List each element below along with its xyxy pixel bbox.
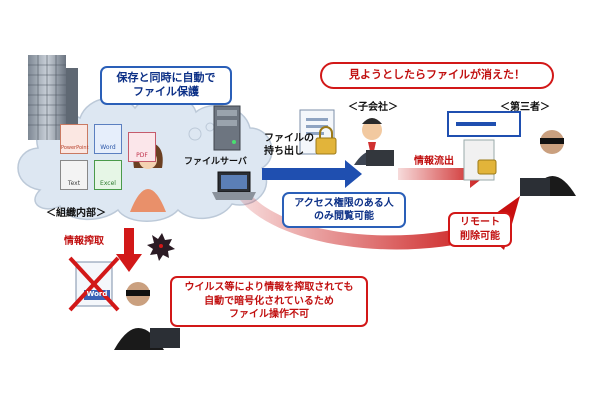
blocked-word-label: Word bbox=[84, 290, 110, 298]
info-theft-label: 情報搾取 bbox=[64, 232, 104, 247]
virus-icon bbox=[147, 233, 175, 261]
word-file-icon: Word bbox=[94, 124, 122, 154]
powerpoint-file-icon: PowerPoint bbox=[60, 124, 88, 154]
subsidiary-worker-icon bbox=[354, 118, 394, 166]
takeout-arrow bbox=[262, 160, 362, 188]
text-file-icon: Text bbox=[60, 160, 88, 190]
third-party-person-icon bbox=[520, 130, 576, 196]
file-icon-grid: PowerPoint Word PDF Text Excel bbox=[60, 124, 200, 196]
access-only-callout: アクセス権限のある人 のみ閲覧可能 bbox=[282, 192, 406, 228]
blocked-document-icon bbox=[70, 258, 118, 310]
theft-arrow bbox=[116, 228, 142, 272]
file-server-icon bbox=[214, 106, 240, 150]
file-server-label: ファイルサーバ bbox=[184, 154, 247, 167]
vanished-callout: 見ようとしたらファイルが消えた！ bbox=[320, 62, 554, 89]
third-party-label: ＜第三者＞ bbox=[500, 98, 550, 113]
encrypted-callout: ウイルス等により情報を搾取されても 自動で暗号化されているため ファイル操作不可 bbox=[170, 276, 368, 327]
file-takeout-label: ファイルの 持ち出し bbox=[264, 132, 314, 158]
org-internal-label: ＜組織内部＞ bbox=[46, 204, 106, 219]
excel-file-icon: Excel bbox=[94, 160, 122, 190]
autosave-callout: 保存と同時に自動で ファイル保護 bbox=[100, 66, 232, 105]
laptop-icon bbox=[212, 172, 256, 200]
subsidiary-label: ＜子会社＞ bbox=[348, 98, 398, 113]
pdf-file-icon: PDF bbox=[128, 132, 156, 162]
info-leak-label: 情報流出 bbox=[414, 152, 454, 167]
remote-delete-callout: リモート 削除可能 bbox=[448, 212, 512, 247]
